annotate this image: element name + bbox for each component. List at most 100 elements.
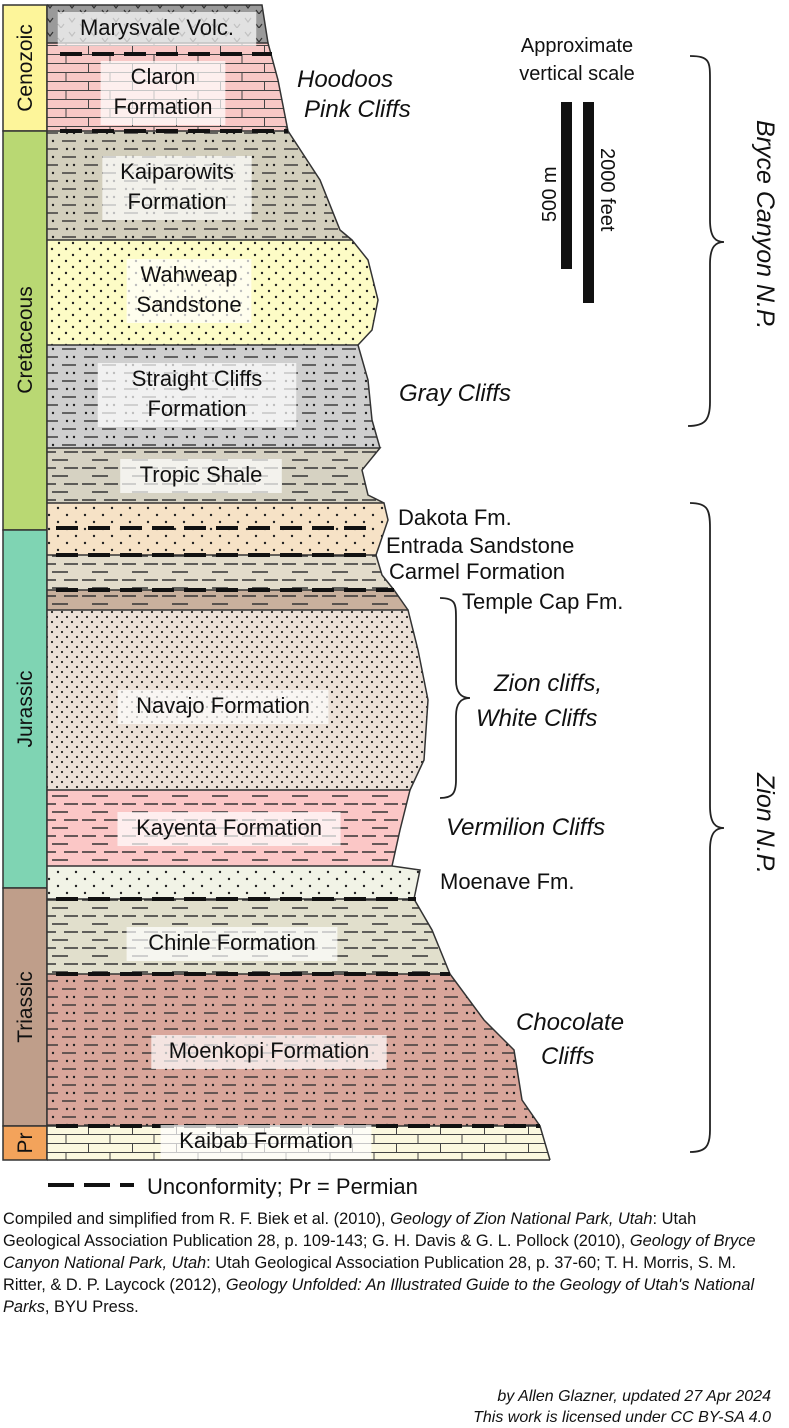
unit-label-backdrop [97,363,297,427]
unit-boundary [47,609,429,791]
unit-label-backdrop [117,812,341,846]
unit-label-line: Kaibab Formation [179,1128,353,1153]
zion-brace [689,502,725,1153]
bryce-brace [687,55,725,427]
park-label-zion: Zion N.P. [751,772,779,874]
scale-label-imperial: 2000 feet [596,148,618,232]
label-vermilion-cliffs: Vermilion Cliffs [446,814,605,841]
unit-pattern [47,866,420,899]
unit-boundary [47,502,389,556]
park-label-bryce: Bryce Canyon N.P. [751,120,779,329]
credit-part-2: : Utah Geological Association Publicatio… [3,1210,697,1250]
label-entrada: Entrada Sandstone [386,533,574,558]
label-carmel: Carmel Formation [389,559,565,584]
unit-label-line: Claron [131,64,196,89]
unit-boundary [47,447,385,504]
era-label-permian: Pr [14,1132,37,1153]
unit-boundary [47,789,411,867]
license: This work is licensed under CC BY-SA 4.0 [473,1409,771,1426]
unit-label-chinle: Chinle Formation [126,927,338,961]
unit-label-line: Kayenta Formation [136,815,322,840]
scale-bar-imperial [583,102,594,303]
unit-label-backdrop [151,1035,387,1069]
unit-label-line: Formation [147,396,246,421]
unit-label-backdrop [120,459,282,493]
scale-title-line2: vertical scale [519,63,635,85]
unit-label-marysvale: Marysvale Volc. [57,12,257,46]
unit-label-line: Formation [127,189,226,214]
unit-label-line: Tropic Shale [140,462,263,487]
unit-label-backdrop [160,1125,372,1159]
byline-block: by Allen Glazner, updated 27 Apr 2024 Th… [473,1386,771,1428]
era-label-triassic: Triassic [14,971,37,1043]
unit-label-backdrop [102,156,252,220]
unit-temple-cap [47,589,409,611]
label-white-cliffs: White Cliffs [476,705,597,732]
credit-title-bryce: Geology of Bryce Canyon National Park, U… [3,1232,756,1272]
unit-label-line: Chinle Formation [148,930,316,955]
era-band-jurassic [2,529,48,889]
scale-bar-metric [561,102,572,269]
credit-title-unfolded: Geology Unfolded: An Illustrated Guide t… [3,1276,755,1316]
label-zion-cliffs: Zion cliffs, [493,670,602,697]
unit-moenave [47,865,421,900]
unit-label-moenkopi: Moenkopi Formation [151,1035,387,1069]
unit-boundary [47,4,269,44]
era-label-cretaceous: Cretaceous [14,286,37,393]
era-band-cenozoic [2,4,48,132]
unit-label-line: Moenkopi Formation [169,1038,370,1063]
unit-label-line: Formation [113,94,212,119]
unit-label-line: Straight Cliffs [132,366,262,391]
unit-boundary [47,554,395,591]
unit-boundary [47,239,379,346]
unit-boundary [47,865,421,900]
unit-label-line: Marysvale Volc. [80,15,234,40]
unit-label-line: Kaiparowits [120,159,234,184]
scale-title-line1: Approximate [521,35,633,57]
credits-paragraph: Compiled and simplified from R. F. Biek … [3,1208,778,1318]
unit-label-backdrop [57,12,257,46]
era-label-jurassic: Jurassic [14,670,37,747]
unit-label-line: Sandstone [136,292,241,317]
legend-text: Unconformity; Pr = Permian [147,1174,418,1199]
label-gray-cliffs: Gray Cliffs [399,380,511,407]
unit-label-tropic: Tropic Shale [120,459,282,493]
credit-part-1: Compiled and simplified from R. F. Biek … [3,1210,391,1228]
scale-label-metric: 500 m [539,166,561,222]
unit-boundary [47,344,381,449]
unit-label-navajo: Navajo Formation [117,690,329,724]
byline: by Allen Glazner, updated 27 Apr 2024 [497,1388,771,1405]
vertical-scale: Approximate vertical scale 500 m 2000 fe… [519,35,635,303]
unit-pattern [47,555,394,590]
unit-carmel [47,554,395,591]
label-temple-cap: Temple Cap Fm. [462,589,623,614]
navajo-brace [439,597,471,799]
feature-labels: Hoodoos Pink Cliffs Gray Cliffs Dakota F… [297,66,624,1070]
label-dakota: Dakota Fm. [398,505,512,530]
unit-pattern [47,590,408,610]
credit-part-4: , BYU Press. [44,1298,139,1316]
unit-label-line: Wahweap [140,262,237,287]
era-band-permian [2,1125,48,1161]
unit-label-backdrop [100,61,226,125]
unit-label-kayenta: Kayenta Formation [117,812,341,846]
era-band-cretaceous [2,130,48,531]
legend: Unconformity; Pr = Permian [48,1174,418,1199]
era-label-cenozoic: Cenozoic [14,24,37,112]
label-pink-cliffs: Pink Cliffs [304,96,411,123]
credit-title-zion: Geology of Zion National Park, Utah [390,1210,653,1228]
label-cliffs: Cliffs [541,1043,594,1070]
credit-part-3: : Utah Geological Association Publicatio… [3,1254,737,1294]
braces [439,55,725,1153]
unit-labels: Marysvale Volc.ClaronFormationKaiparowit… [57,12,387,1159]
unit-label-line: Navajo Formation [136,693,310,718]
label-chocolate: Chocolate [516,1009,624,1036]
label-hoodoos: Hoodoos [297,66,393,93]
unit-label-backdrop [126,927,338,961]
unit-label-kaibab: Kaibab Formation [160,1125,372,1159]
